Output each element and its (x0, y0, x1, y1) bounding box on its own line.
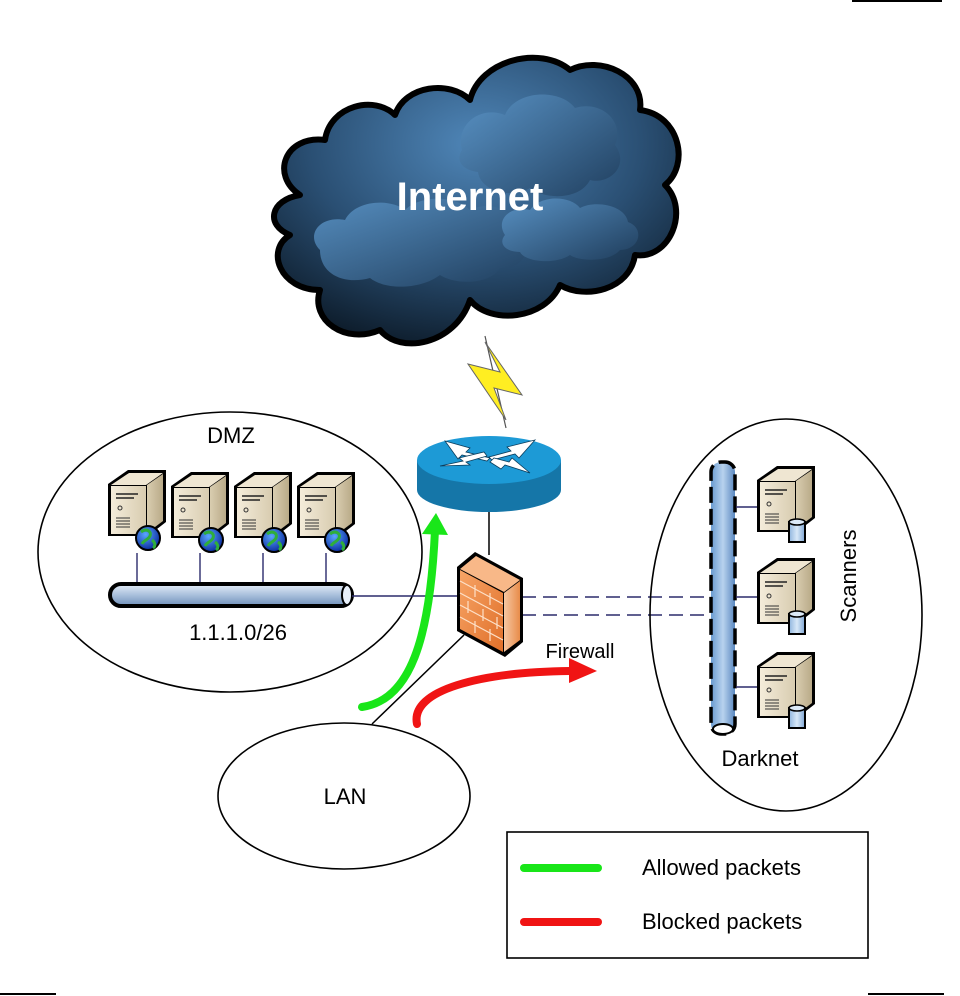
dmz-subnet-label: 1.1.1.0/26 (189, 620, 287, 645)
scanner-server[interactable] (756, 651, 816, 729)
dmz-label: DMZ (207, 423, 255, 448)
scanners-label: Scanners (836, 530, 861, 623)
internet-label: Internet (397, 175, 544, 219)
darknet-network-bus (709, 460, 737, 736)
dmz-zone (37, 411, 423, 693)
dmz-network-bus (108, 582, 354, 608)
firewall-darknet-links (522, 596, 712, 616)
dmz-server-links (136, 553, 327, 583)
darknet-zone (649, 418, 923, 812)
legend-label-blocked: Blocked packets (642, 909, 802, 934)
lan-label: LAN (324, 784, 367, 809)
firewall-label: Firewall (546, 641, 615, 663)
router-icon[interactable] (417, 436, 561, 512)
legend: Allowed packets Blocked packets (506, 831, 869, 959)
dmz-server[interactable] (233, 471, 293, 553)
dmz-server[interactable] (296, 471, 356, 553)
dmz-server[interactable] (107, 469, 167, 551)
internet-cloud: Internet (271, 54, 682, 347)
allowed-packets-arrow (358, 513, 448, 711)
scanner-links (736, 506, 760, 688)
firewall-icon[interactable] (457, 552, 523, 657)
legend-label-allowed: Allowed packets (642, 855, 801, 880)
firewall-lan-link (371, 634, 465, 725)
darknet-label: Darknet (721, 746, 798, 771)
dmz-server[interactable] (170, 471, 230, 553)
scanner-server[interactable] (756, 557, 816, 635)
scanner-server[interactable] (756, 465, 816, 543)
blocked-packets-arrow (412, 658, 597, 728)
lan-zone (217, 722, 471, 870)
lightning-bolt-icon (466, 335, 524, 429)
